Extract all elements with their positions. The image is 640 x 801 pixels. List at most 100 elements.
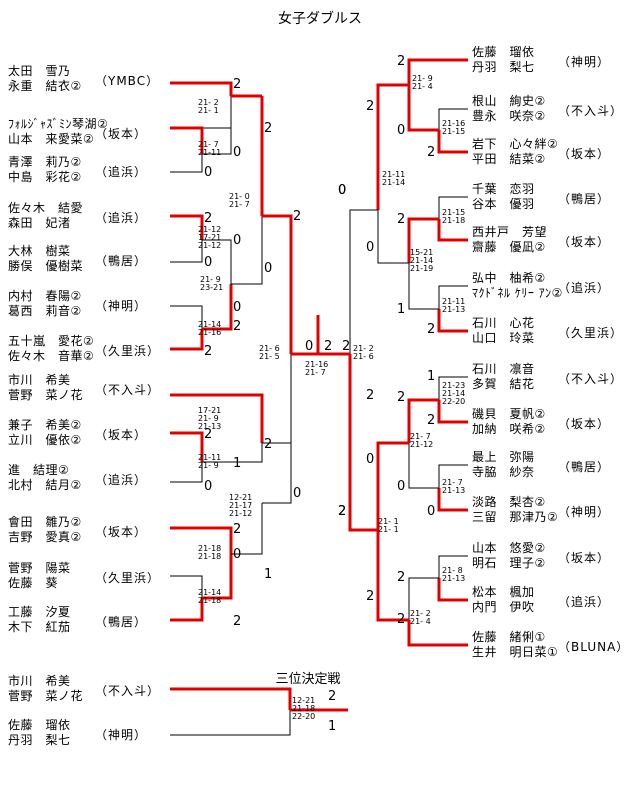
team-club: （YMBC） xyxy=(95,74,160,88)
winner-line xyxy=(170,329,204,351)
team-club: （神明） xyxy=(95,299,148,313)
team-player-1: 兼子 希美② xyxy=(8,418,82,432)
game-scores: 21- 7 21-13 xyxy=(442,478,466,495)
team-player-1: 會田 雛乃② xyxy=(8,515,82,529)
winner-line xyxy=(170,431,204,462)
team-player-2: 佐藤 葵 xyxy=(8,576,59,590)
winner-line xyxy=(437,400,468,424)
winner-line xyxy=(437,309,468,333)
team-player-1: ﾌｫﾙｼﾞｬｽﾞﾐﾝ琴湖② xyxy=(8,117,109,131)
bracket-line xyxy=(170,240,203,263)
team-player-1: 大林 樹菜 xyxy=(8,244,71,258)
game-scores: 21-11 21-14 xyxy=(382,170,406,187)
game-scores: 21-11 21- 9 xyxy=(198,453,222,470)
game-scores: 21- 7 21-12 xyxy=(410,432,434,449)
team-club: （鴨居） xyxy=(95,615,148,629)
match-score: 2 xyxy=(366,388,375,403)
team-player-1: 石川 凛音 xyxy=(472,362,535,376)
winner-line xyxy=(262,214,293,354)
bracket-line xyxy=(438,376,468,400)
match-score: 0 xyxy=(293,486,302,501)
team-player-1: 弘中 柚希② xyxy=(472,271,546,285)
team-player-2: 菅野 菜ノ花 xyxy=(8,689,84,703)
match-score: 2 xyxy=(366,589,375,604)
bracket-line xyxy=(170,710,291,736)
match-score: 0 xyxy=(397,479,406,494)
bracket-line xyxy=(408,443,439,489)
team-club: （不入斗） xyxy=(95,684,161,698)
game-scores: 21-14 21-16 xyxy=(198,320,222,337)
winner-line xyxy=(407,85,439,132)
team-player-2: ﾏｸﾄﾞﾈﾙ ｹﾘｰ ｱﾝ② xyxy=(472,286,563,300)
team-player-2: 丹羽 梨七 xyxy=(8,733,71,747)
team-player-2: 勝俣 優樹菜 xyxy=(8,259,84,273)
team-player-1: 石川 心花 xyxy=(472,316,535,330)
match-score: 0 xyxy=(366,240,375,255)
game-scores: 15-21 21-14 21-19 xyxy=(410,248,434,273)
team-player-1: 市川 希美 xyxy=(8,674,71,688)
match-score: 0 xyxy=(233,233,242,248)
team-player-2: 吉野 愛真② xyxy=(8,530,82,544)
team-club: （坂本） xyxy=(558,551,611,565)
match-score: 2 xyxy=(397,212,406,227)
team-player-2: 中島 彩花② xyxy=(8,170,82,184)
game-scores: 12-21 21-17 21-12 xyxy=(229,493,253,518)
winner-line xyxy=(170,687,292,710)
match-score: 0 xyxy=(338,183,347,198)
winner-line xyxy=(437,488,468,512)
match-score: 2 xyxy=(324,339,333,354)
match-score: 2 xyxy=(397,570,406,585)
winner-line xyxy=(376,83,409,210)
third-place-title: 三位決定戦 xyxy=(275,672,341,687)
team-club: （坂本） xyxy=(558,417,611,431)
winner-line xyxy=(348,354,378,532)
team-player-1: 進 結理② xyxy=(8,463,70,477)
winner-line xyxy=(170,81,233,96)
game-scores: 21- 1 21- 1 xyxy=(378,517,399,534)
team-club: （追浜） xyxy=(95,165,148,179)
game-scores: 21-11 21-13 xyxy=(442,297,466,314)
game-scores: 21-16 21-15 xyxy=(442,119,466,136)
game-scores: 21- 2 21- 4 xyxy=(410,609,431,626)
team-player-2: 齋藤 優凪② xyxy=(472,240,546,254)
team-player-2: 永重 結衣② xyxy=(8,79,82,93)
game-scores: 21-23 21-14 22-20 xyxy=(442,381,466,406)
game-scores: 21- 8 21-13 xyxy=(442,566,466,583)
team-player-1: 淡路 梨杏② xyxy=(472,495,546,509)
team-club: （鴨居） xyxy=(558,460,611,474)
bracket-line xyxy=(231,503,263,555)
team-player-2: 内門 伊吹 xyxy=(472,600,535,614)
winner-line xyxy=(202,554,233,600)
team-player-2: 三留 那津乃② xyxy=(472,510,559,524)
team-player-2: 立川 優依② xyxy=(8,433,82,447)
match-score: 2 xyxy=(264,121,273,136)
game-scores: 17-21 21- 9 21-13 xyxy=(198,406,222,431)
bracket-line xyxy=(170,305,203,329)
match-score: 2 xyxy=(366,99,375,114)
winner-line xyxy=(170,126,204,154)
team-club: （坂本） xyxy=(95,127,148,141)
match-score: 0 xyxy=(233,145,242,160)
winner-line xyxy=(376,441,409,530)
team-player-2: 佐々木 音華② xyxy=(8,349,95,363)
winner-line xyxy=(170,214,204,240)
team-player-1: 山本 悠愛② xyxy=(472,541,546,555)
match-score: 0 xyxy=(305,339,314,354)
match-score: 1 xyxy=(427,369,436,384)
team-club: （不入斗） xyxy=(558,104,624,118)
team-player-2: 木下 紅茄 xyxy=(8,620,71,634)
team-player-1: 磯貝 夏帆② xyxy=(472,407,546,421)
team-club: （不入斗） xyxy=(95,383,161,397)
game-scores: 21- 7 21-11 xyxy=(198,140,222,157)
bracket-line xyxy=(202,128,232,155)
match-score: 2 xyxy=(397,612,406,627)
game-scores: 21-15 21-18 xyxy=(442,208,466,225)
team-player-2: 丹羽 梨七 xyxy=(472,60,535,74)
match-score: 2 xyxy=(338,504,347,519)
team-player-2: 明石 理子② xyxy=(472,556,546,570)
bracket-line xyxy=(438,196,468,219)
bracket-line xyxy=(377,210,409,264)
match-score: 2 xyxy=(328,689,337,704)
team-player-2: 菅野 菜ノ花 xyxy=(8,388,84,402)
match-score: 2 xyxy=(342,339,351,354)
